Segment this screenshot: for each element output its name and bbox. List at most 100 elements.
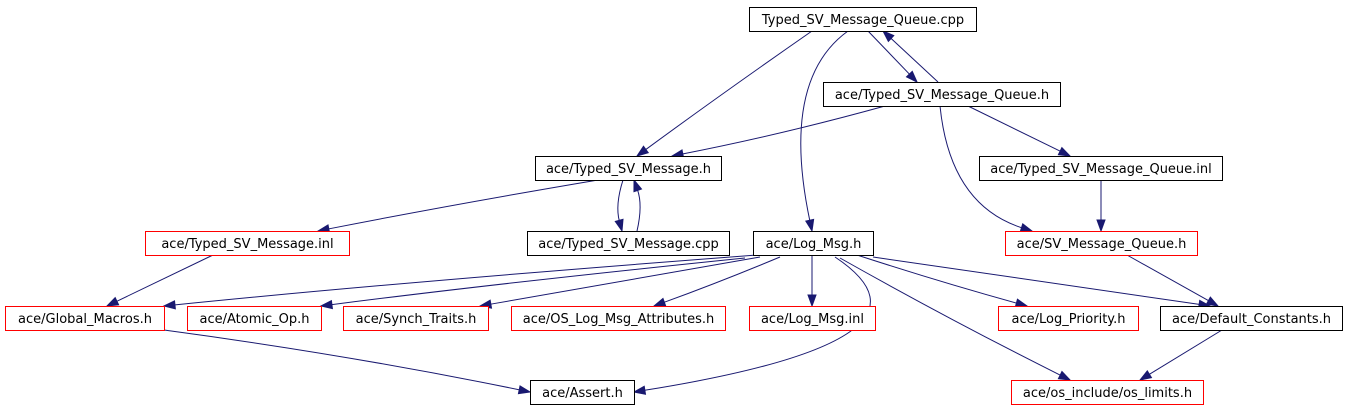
node-label: ace/OS_Log_Msg_Attributes.h (523, 312, 714, 327)
arrowhead (1014, 298, 1029, 308)
arrowhead (319, 299, 334, 310)
edge-n0-n2 (635, 30, 813, 157)
edge-n7-n14 (1126, 254, 1220, 307)
node-box (749, 7, 977, 32)
edge-n6-n14 (872, 256, 1212, 309)
node-label: ace/os_include/os_limits.h (1023, 386, 1192, 401)
node-box (823, 82, 1061, 107)
nodes-layer: Typed_SV_Message_Queue.cpp ace/Typed_SV_M… (5, 7, 1343, 405)
node-box (145, 231, 350, 256)
node-box (749, 306, 876, 331)
node-n9[interactable]: ace/Atomic_Op.h (187, 306, 322, 331)
arrowhead (1138, 369, 1153, 381)
edge-line (327, 179, 599, 230)
node-box (5, 306, 165, 331)
edge-line (663, 256, 781, 304)
node-label: ace/Log_Msg.inl (761, 312, 864, 327)
node-box (998, 306, 1139, 331)
edge-line (330, 257, 746, 306)
arrowhead (1019, 223, 1034, 233)
edge-line (644, 30, 813, 151)
node-n6[interactable]: ace/Log_Msg.h (753, 231, 874, 256)
edge-n6-n9 (319, 257, 746, 310)
node-n8[interactable]: ace/Global_Macros.h (5, 306, 165, 331)
node-n5[interactable]: ace/Typed_SV_Message.cpp (527, 231, 730, 256)
arrowhead (633, 178, 643, 193)
node-label: ace/Assert.h (542, 386, 623, 401)
edge-line (800, 30, 849, 222)
edge-line (1148, 329, 1223, 376)
arrowhead (881, 30, 895, 43)
node-n3[interactable]: ace/Typed_SV_Message_Queue.inl (979, 156, 1223, 181)
node-label: ace/Log_Msg.h (766, 237, 862, 252)
node-box (343, 306, 489, 331)
edge-n14-n16 (1138, 329, 1223, 381)
arrowhead (635, 145, 650, 157)
node-n7[interactable]: ace/SV_Message_Queue.h (1005, 231, 1198, 256)
node-box (1011, 380, 1204, 405)
node-box (527, 231, 730, 256)
edge-n6-n12 (807, 255, 817, 308)
arrowhead (162, 300, 176, 310)
edge-n6-n15 (632, 256, 871, 395)
edge-n1-n3 (967, 105, 1072, 157)
node-box (530, 380, 635, 405)
node-n16[interactable]: ace/os_include/os_limits.h (1011, 380, 1204, 405)
arrowhead (652, 297, 667, 307)
node-label: ace/SV_Message_Queue.h (1017, 237, 1187, 252)
edge-line (636, 189, 641, 232)
node-n1[interactable]: ace/Typed_SV_Message_Queue.h (823, 82, 1061, 107)
arrowhead (1057, 370, 1072, 381)
arrowhead (1205, 296, 1220, 307)
node-n12[interactable]: ace/Log_Msg.inl (749, 306, 876, 331)
node-label: ace/Typed_SV_Message.cpp (538, 237, 719, 252)
edge-line (889, 37, 939, 83)
node-label: ace/Typed_SV_Message.h (546, 162, 711, 177)
edge-n6-n13 (856, 254, 1029, 308)
node-box (979, 156, 1223, 181)
node-label: ace/Synch_Traits.h (356, 312, 477, 327)
edge-n8-n15 (163, 329, 532, 395)
node-n11[interactable]: ace/OS_Log_Msg_Attributes.h (511, 306, 726, 331)
node-label: ace/Typed_SV_Message_Queue.inl (990, 162, 1212, 177)
node-n14[interactable]: ace/Default_Constants.h (1160, 306, 1343, 331)
node-box (187, 306, 322, 331)
edge-line (681, 105, 886, 155)
edge-line (856, 254, 1018, 304)
edge-n6-n16 (839, 257, 1072, 381)
edge-line (617, 179, 624, 222)
edge-line (867, 30, 911, 76)
node-label: ace/Typed_SV_Message.inl (161, 237, 333, 252)
node-n4[interactable]: ace/Typed_SV_Message.inl (145, 231, 350, 256)
edge-line (872, 256, 1201, 306)
node-label: ace/Global_Macros.h (18, 312, 152, 327)
node-n2[interactable]: ace/Typed_SV_Message.h (535, 156, 722, 181)
edge-n6-n8 (162, 254, 758, 310)
arrowhead (1057, 146, 1072, 157)
node-n13[interactable]: ace/Log_Priority.h (998, 306, 1139, 331)
node-n10[interactable]: ace/Synch_Traits.h (343, 306, 489, 331)
edge-n2-n4 (316, 179, 599, 234)
node-label: ace/Typed_SV_Message_Queue.h (835, 88, 1049, 103)
node-n15[interactable]: ace/Assert.h (530, 380, 635, 405)
node-box (1005, 231, 1198, 256)
edge-n4-n8 (105, 254, 214, 307)
arrowhead (905, 70, 919, 84)
node-label: ace/Default_Constants.h (1172, 312, 1331, 327)
edge-n1-n2 (670, 105, 886, 159)
arrowhead (105, 296, 120, 307)
arrowhead (517, 385, 532, 395)
arrowhead (632, 385, 647, 395)
edge-n5-n2 (633, 178, 643, 232)
edge-n1-n0 (881, 30, 939, 83)
node-box (511, 306, 726, 331)
node-label: ace/Log_Priority.h (1012, 312, 1126, 327)
node-n0: Typed_SV_Message_Queue.cpp (749, 7, 977, 32)
edge-line (839, 257, 1062, 376)
edge-n3-n7 (1096, 180, 1106, 233)
edge-line (643, 256, 871, 391)
node-label: Typed_SV_Message_Queue.cpp (761, 13, 964, 28)
edge-line (173, 254, 758, 306)
node-label: ace/Atomic_Op.h (200, 312, 310, 327)
